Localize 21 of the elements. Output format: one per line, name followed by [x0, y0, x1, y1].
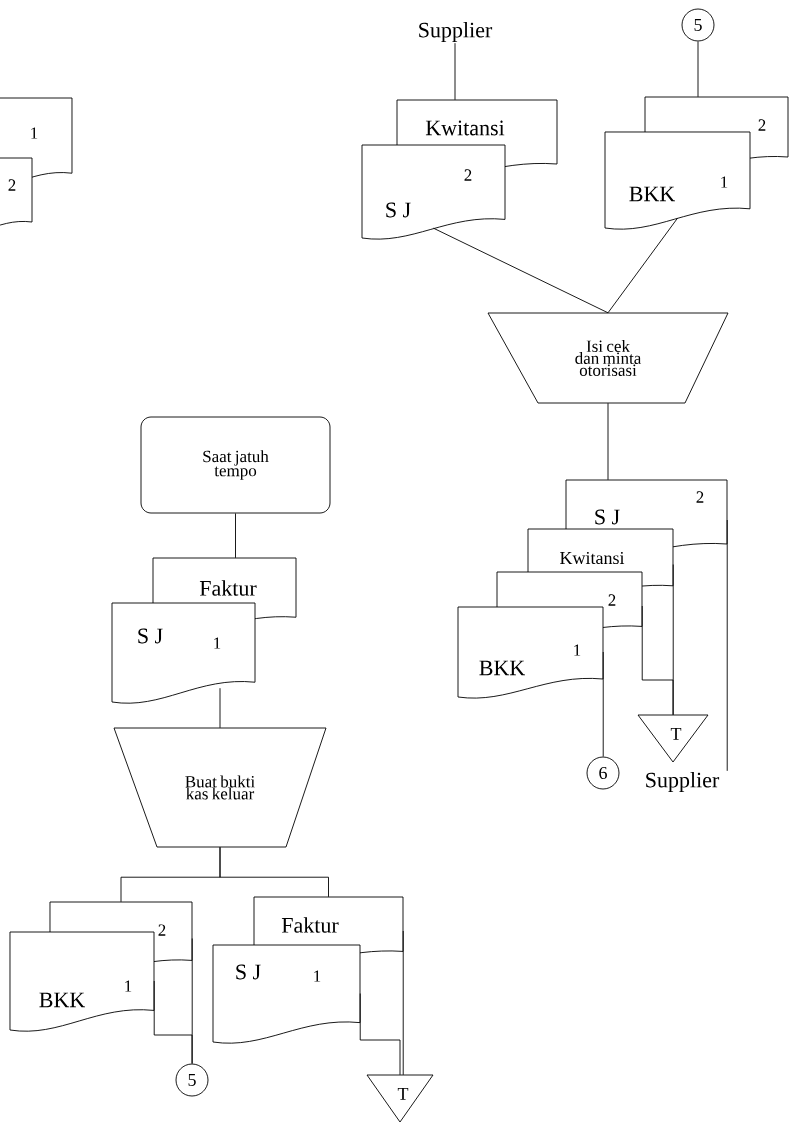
connector-line — [433, 227, 609, 314]
connector-line — [359, 993, 401, 1076]
manual-operation-trapezoid: Buat bukti kas keluar — [113, 727, 327, 848]
connector-line — [219, 687, 221, 729]
flow-label: Supplier — [646, 772, 720, 792]
connector-line — [454, 42, 456, 101]
connector-line — [607, 402, 609, 481]
file-triangle: T — [366, 1074, 434, 1123]
file-triangle: T — [637, 714, 709, 763]
connector-line — [607, 217, 678, 314]
connector-line — [726, 519, 728, 772]
connector-line — [697, 41, 699, 98]
connector-line — [235, 513, 236, 559]
flow-label: Supplier — [419, 22, 493, 42]
connector-line — [641, 605, 674, 716]
connector-line — [219, 846, 329, 898]
terminal-box: Saat jatuh tempo — [140, 416, 331, 514]
connector-line — [402, 930, 404, 1076]
connector-line — [602, 651, 604, 757]
manual-operation-trapezoid: Isi cek dan minta otorisasi — [487, 312, 729, 404]
connector-line — [153, 980, 193, 1064]
